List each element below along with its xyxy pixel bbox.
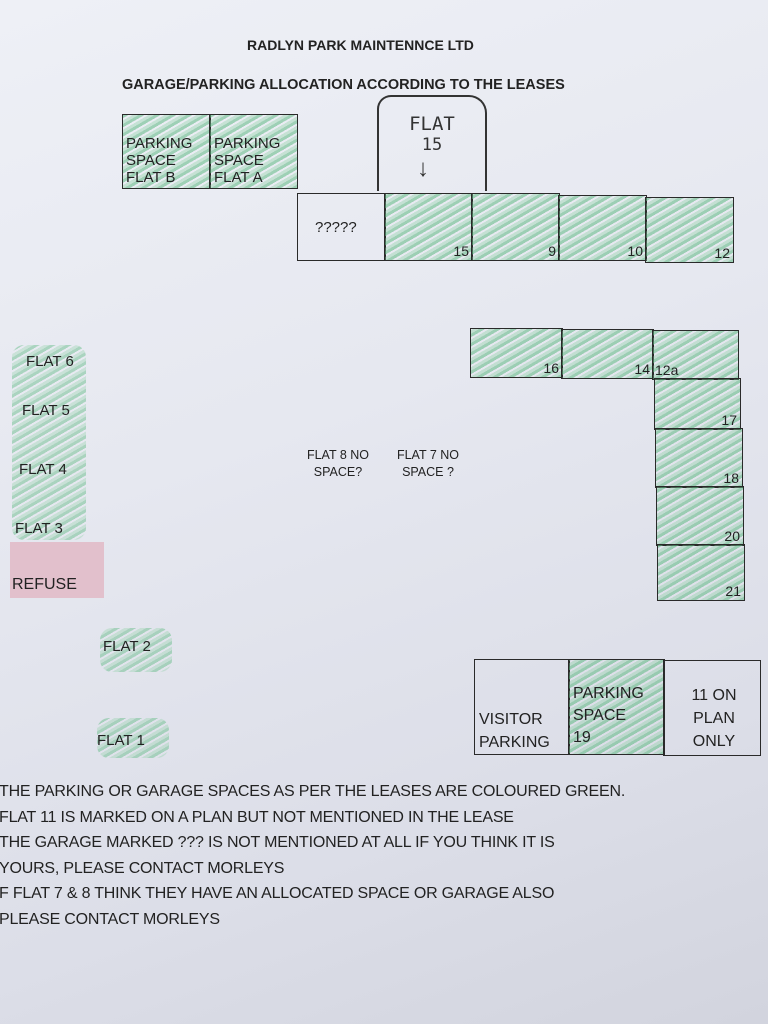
flat-11-box: 11 ON PLAN ONLY <box>663 660 761 756</box>
garage-number: 16 <box>543 360 559 376</box>
note-line: PLEASE CONTACT MORLEYS <box>0 910 220 928</box>
refuse-label: REFUSE <box>12 576 77 593</box>
flat-6-label: FLAT 6 <box>26 353 74 370</box>
garage-unknown-label: ????? <box>315 219 357 236</box>
garage-17: 17 <box>654 378 741 430</box>
flat-7-note: FLAT 7 NO SPACE ? <box>396 448 460 479</box>
parking-space-19-line2: SPACE <box>573 707 627 724</box>
visitor-parking-label: VISITOR PARKING <box>479 711 550 751</box>
garage-12a: 12a <box>652 330 739 380</box>
flat-4-label: FLAT 4 <box>19 461 67 478</box>
document-subtitle: GARAGE/PARKING ALLOCATION ACCORDING TO T… <box>122 77 565 93</box>
note-line: THE PARKING OR GARAGE SPACES AS PER THE … <box>0 783 626 800</box>
garage-number: 14 <box>634 361 650 377</box>
company-title: RADLYN PARK MAINTENNCE LTD <box>247 37 474 53</box>
handwritten-note: FLAT 15 ↓ <box>377 95 487 191</box>
garage-18: 18 <box>655 428 743 488</box>
garage-12: 12 <box>645 197 734 263</box>
garage-number: 20 <box>724 528 740 544</box>
arrow-down-icon: ↓ <box>417 155 429 182</box>
note-line: YOURS, PLEASE CONTACT MORLEYS <box>0 859 285 877</box>
notes: THE PARKING OR GARAGE SPACES AS PER THE … <box>0 779 625 932</box>
parking-space-flat-a: PARKING SPACE FLAT A <box>209 114 298 189</box>
note-line: FLAT 11 IS MARKED ON A PLAN BUT NOT MENT… <box>0 808 514 826</box>
flat-1-allocated <box>97 718 169 758</box>
parking-space-19: PARKING SPACE 19 <box>568 659 665 755</box>
visitor-parking: VISITOR PARKING <box>474 659 570 755</box>
garage-14: 14 <box>561 329 654 379</box>
garage-number: 17 <box>721 412 737 428</box>
note-line: F FLAT 7 & 8 THINK THEY HAVE AN ALLOCATE… <box>0 885 555 902</box>
flat-1-label: FLAT 1 <box>97 732 145 749</box>
note-line: THE GARAGE MARKED ??? IS NOT MENTIONED A… <box>0 834 555 851</box>
flat-11-label: 11 ON PLAN ONLY <box>691 687 737 750</box>
parking-space-flat-b: PARKING SPACE FLAT B <box>122 114 211 189</box>
flat-3-label: FLAT 3 <box>15 520 63 537</box>
garage-number: 10 <box>627 243 643 259</box>
garage-16: 16 <box>470 328 563 378</box>
flat-2-label: FLAT 2 <box>103 638 151 655</box>
garage-number: 9 <box>548 243 556 259</box>
garage-number: 12a <box>655 362 679 378</box>
parking-space-flat-a-label: PARKING SPACE FLAT A <box>214 135 281 186</box>
parking-space-19-line3: 19 <box>573 729 591 746</box>
garage-15: 15 <box>384 193 473 261</box>
garage-number: 15 <box>453 243 469 259</box>
flats-allocated-area <box>12 345 86 540</box>
parking-space-19-line1: PARKING <box>573 685 644 702</box>
flat-2-allocated <box>100 628 172 672</box>
garage-21: 21 <box>657 544 745 601</box>
parking-space-19-label: PARKING SPACE 19 <box>573 683 644 749</box>
refuse-area <box>10 542 104 598</box>
flat-8-note: FLAT 8 NO SPACE? <box>306 448 370 479</box>
handwritten-note-line2: 15 <box>421 135 443 155</box>
garage-9: 9 <box>471 193 560 261</box>
garage-number: 21 <box>725 583 741 599</box>
garage-number: 12 <box>714 245 730 261</box>
handwritten-note-line1: FLAT <box>409 113 455 135</box>
garage-number: 18 <box>723 470 739 486</box>
flat-5-label: FLAT 5 <box>22 402 70 419</box>
garage-unknown: ????? <box>297 193 386 261</box>
garage-20: 20 <box>656 486 744 546</box>
garage-10: 10 <box>558 195 647 261</box>
parking-space-flat-b-label: PARKING SPACE FLAT B <box>126 135 193 186</box>
